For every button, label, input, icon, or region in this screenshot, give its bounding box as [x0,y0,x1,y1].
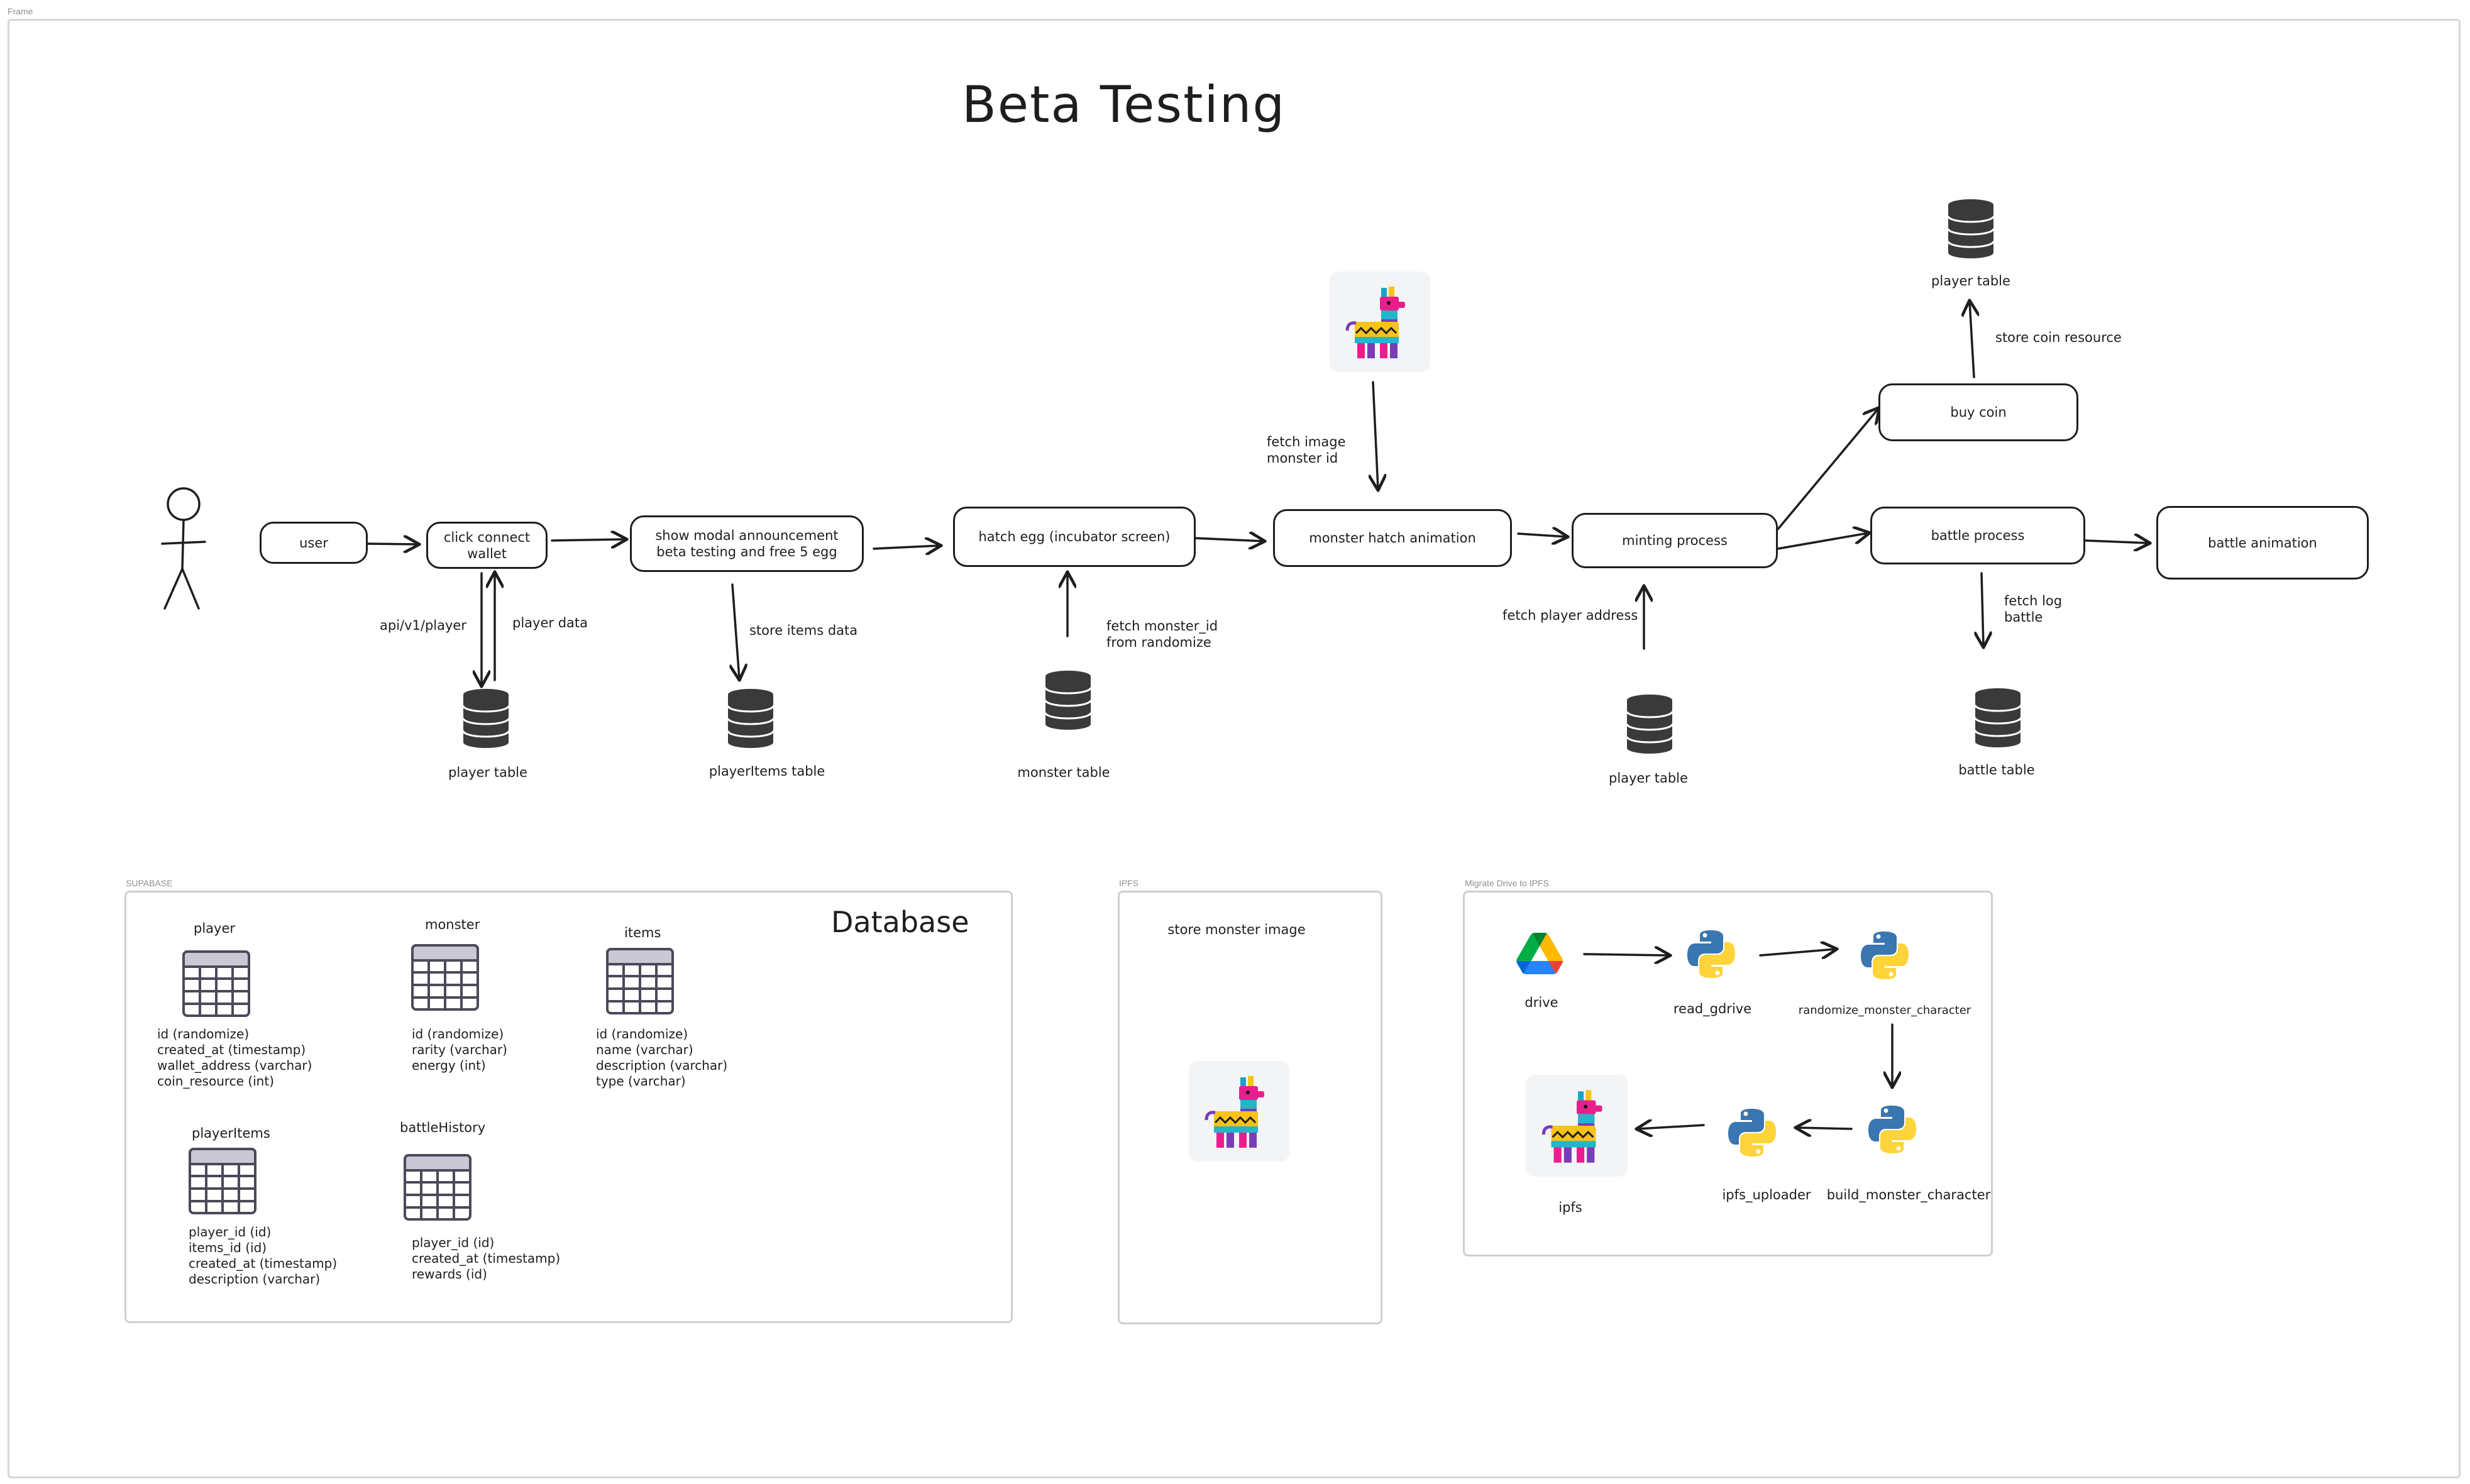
table-icon [182,950,250,1017]
node-connect-wallet[interactable]: click connect wallet [426,522,548,569]
page-title: Beta Testing [962,75,1286,134]
arrow-battle-to-animation [2085,541,2149,543]
node-hatch-egg[interactable]: hatch egg (incubator screen) [953,507,1196,567]
arrow-minting-to-battle [1777,533,1868,550]
llama-pinata-icon [1345,287,1405,358]
ipfs-frame [1118,891,1382,1324]
table-icon [404,1154,471,1221]
database-icon [1626,695,1673,754]
arrow-modal-to-hatch [873,546,940,549]
label-ipfs: ipfs [1558,1200,1582,1215]
user-figure-icon [161,487,206,610]
node-battle-process[interactable]: battle process [1870,507,2085,564]
db-label-battle-table: battle table [1958,762,2035,778]
table-name-battlehistory: battleHistory [400,1120,486,1135]
db-label-player-table-top: player table [1931,273,2010,289]
table-fields-items: id (randomize) name (varchar) descriptio… [596,1026,728,1089]
main-frame-label: Frame [8,6,33,16]
node-battle-animation[interactable]: battle animation [2156,506,2369,580]
label-api-player: api/v1/player [380,618,466,633]
ipfs-llama-card [1189,1061,1289,1162]
database-icon [462,689,510,748]
supabase-frame [124,891,1013,1323]
llama-pinata-icon [1205,1076,1264,1148]
arrow-animation-to-minting [1517,534,1567,537]
database-icon [727,689,775,748]
arrow-battle-to-battletable [1982,572,1983,646]
node-show-modal[interactable]: show modal announcement beta testing and… [630,515,864,572]
python-icon [1687,930,1735,978]
label-player-data: player data [512,615,588,630]
supabase-frame-label: SUPABASE [126,878,173,888]
label-build: build_monster_character [1826,1187,1991,1202]
db-label-player-table: player table [448,765,527,780]
table-icon [411,944,479,1011]
database-icon [1974,688,2022,747]
db-label-monster-table: monster table [1017,765,1110,780]
label-store-items: store items data [749,623,858,638]
arrow-uploader-to-ipfs [1638,1125,1705,1129]
node-user[interactable]: user [260,522,368,564]
db-label-player-table-2: player table [1609,771,1688,786]
arrow-drive-to-read [1583,954,1669,955]
table-fields-battlehistory: player_id (id) created_at (timestamp) re… [412,1235,561,1282]
table-icon [606,948,674,1014]
label-read-gdrive: read_gdrive [1673,1001,1752,1016]
python-icon [1861,932,1909,979]
database-panel-title: Database [831,905,969,939]
table-name-player: player [194,921,236,936]
label-fetch-player-address: fetch player address [1502,608,1638,623]
ipfs-caption: store monster image [1167,922,1306,937]
node-minting-process[interactable]: minting process [1572,513,1778,568]
migrate-llama-card [1526,1075,1628,1177]
label-fetch-monster-id: fetch monster_id from randomize [1106,618,1218,650]
arrow-buycoin-to-playertable [1970,302,1974,378]
label-fetch-log: fetch log battle [2004,593,2063,625]
python-icon [1728,1109,1776,1157]
arrow-minting-to-buycoin [1777,409,1878,530]
table-name-playeritems: playerItems [192,1126,270,1141]
ipfs-frame-label: IPFS [1119,878,1139,888]
arrow-build-to-uploader [1797,1128,1853,1129]
migrate-frame [1463,891,1993,1256]
node-monster-hatch-animation[interactable]: monster hatch animation [1273,509,1512,567]
table-icon [189,1148,256,1214]
arrow-hatch-to-animation [1192,538,1264,541]
db-label-playeritems-table: playerItems table [708,764,825,779]
migrate-frame-label: Migrate Drive to IPFS [1465,878,1549,888]
arrow-modal-to-playeritems [732,583,739,679]
google-drive-icon [1516,933,1563,974]
node-buy-coin[interactable]: buy coin [1878,383,2078,441]
main-frame [8,19,2461,1478]
table-fields-monster: id (randomize) rarity (varchar) energy (… [412,1026,507,1073]
table-name-monster: monster [425,917,480,932]
llama-pinata-icon [1541,1090,1602,1163]
arrow-connect-to-modal [551,539,626,541]
label-randomize: randomize_monster_character [1798,1004,1971,1017]
label-drive: drive [1524,995,1558,1010]
database-icon [1947,199,1995,258]
label-fetch-image: fetch image monster id [1267,434,1346,466]
arrow-read-to-randomize [1759,949,1836,955]
python-icon [1868,1106,1916,1153]
label-store-coin: store coin resource [1995,330,2122,345]
arrow-llama-to-animation [1373,381,1378,489]
database-icon [1044,671,1092,730]
llama-card [1330,272,1430,372]
table-fields-player: id (randomize) created_at (timestamp) wa… [157,1026,312,1089]
table-fields-playeritems: player_id (id) items_id (id) created_at … [189,1224,338,1287]
table-name-items: items [624,925,661,940]
label-uploader: ipfs_uploader [1722,1187,1811,1202]
